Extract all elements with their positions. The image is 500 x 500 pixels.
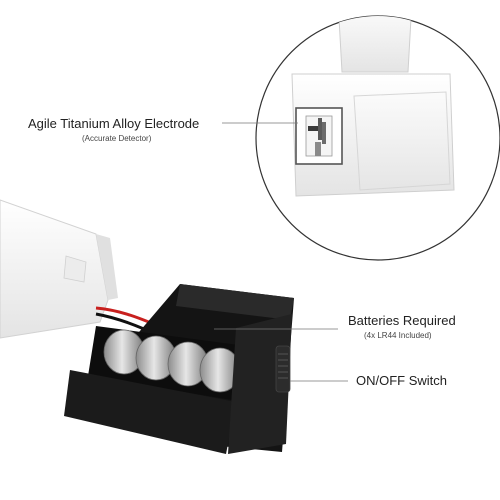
electrode — [308, 118, 326, 156]
battery-compartment — [64, 284, 294, 454]
electrode-callout-note: (Accurate Detector) — [82, 134, 152, 143]
lr44-batteries — [103, 329, 241, 393]
switch-callout-title: ON/OFF Switch — [356, 373, 448, 388]
on-off-switch — [275, 345, 291, 393]
electrode-callout-title: Agile Titanium Alloy Electrode — [28, 116, 200, 131]
batteries-callout-note: (4x LR44 Included) — [364, 331, 432, 340]
device-body — [0, 199, 118, 339]
zoom-circle — [255, 15, 500, 261]
batteries-callout-title: Batteries Required — [348, 313, 456, 328]
